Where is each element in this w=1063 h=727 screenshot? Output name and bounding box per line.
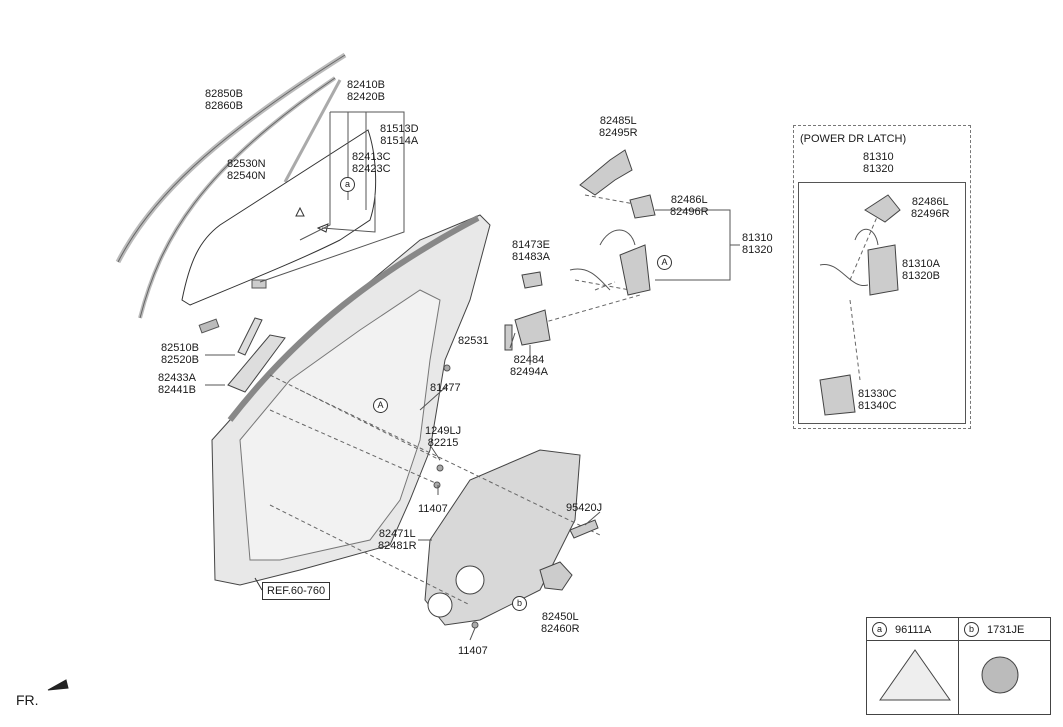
legend-table: a 96111A b 1731JE	[866, 617, 1051, 715]
front-direction-label: FR.	[16, 692, 39, 708]
legend-part-b: 1731JE	[987, 624, 1025, 636]
plug-cap-icon	[981, 656, 1019, 694]
label-11407-lower: 11407	[458, 645, 488, 657]
callout-a: a	[340, 177, 355, 192]
power-door-latch-box	[793, 125, 971, 429]
legend-callout-a: a	[872, 622, 887, 637]
label-82531: 82531	[458, 335, 489, 347]
reference-label: REF.60-760	[262, 582, 331, 600]
callout-A-latch: A	[657, 255, 672, 270]
front-direction-arrow	[47, 679, 69, 691]
label-81477: 81477	[430, 382, 461, 394]
door-window-glass	[181, 129, 377, 306]
label-95420j: 95420J	[566, 502, 603, 514]
regulator-motor	[539, 561, 573, 591]
legend-divider	[958, 618, 959, 714]
power-latch-inner-box	[798, 182, 966, 424]
legend-callout-b: b	[964, 622, 979, 637]
legend-part-a: 96111A	[895, 624, 932, 636]
label-11407-upper: 11407	[418, 503, 448, 515]
door-frame-channel	[138, 76, 337, 319]
power-latch-title: (POWER DR LATCH)	[800, 133, 907, 145]
door-latch-assembly	[619, 244, 651, 296]
callout-A-door: A	[373, 398, 388, 413]
delta-moulding	[227, 334, 286, 393]
callout-b: b	[512, 596, 527, 611]
security-label-icon	[879, 649, 951, 701]
